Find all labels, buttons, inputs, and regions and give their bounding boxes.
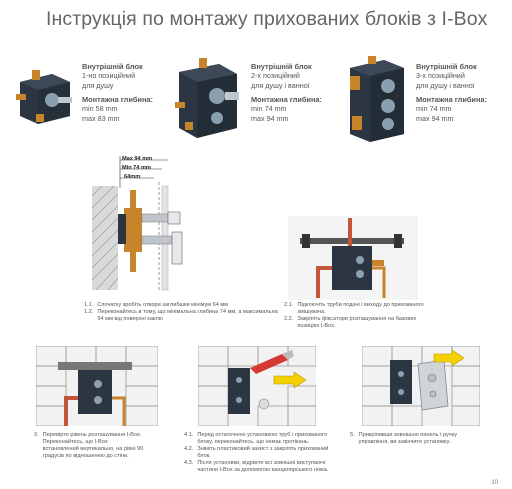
product-heading: Внутрішній блок [82,62,143,71]
step-line: 2.2. Закріпіть фіксатори розташування на… [284,316,424,330]
depth-heading: Монтажна глибина: [82,95,154,104]
product-image-3 [344,56,414,146]
product-heading: Внутрішній блок [251,62,312,71]
step-line: 1.2. Переконайтесь в тому, що мінімальна… [84,309,284,323]
product-info-2: Внутрішній блок 2-х позиційний для душу … [251,62,322,123]
step-number: 4.1. [184,432,194,438]
step-number: 5. [350,432,355,438]
product-line: для душу і ванної [416,80,475,90]
product-line: 3-х позиційний [416,71,465,80]
step-line: 2.1. Підключіть труби подачі і виходу до… [284,302,424,316]
step-line: 1.1. Спочатку зробіть отвори заглибшки м… [84,302,284,309]
page-number: 10 [491,480,498,486]
step-text: Спочатку зробіть отвори заглибшки мініму… [97,302,229,308]
depth-heading: Монтажна глибина: [416,95,488,104]
page-title: Інструкція по монтажу прихованих блоків … [46,8,488,30]
step1-diagram [88,152,200,298]
depth-line: min 74 mm [251,104,287,113]
dim-min: Min 74 mm [122,165,151,171]
step-text: Підключіть труби подачі і виходу до прих… [297,302,424,315]
step4-caption: 4.1. Перед остаточною установкою труб і … [184,432,334,474]
product-line: для душу і ванної [251,80,310,90]
product-image-1 [12,68,78,128]
step2-caption: 2.1. Підключіть труби подачі і виходу до… [284,302,424,330]
dim-max: Max 94 mm [122,156,153,162]
step1-caption: 1.1. Спочатку зробіть отвори заглибшки м… [84,302,284,323]
product-line: для душу [82,80,114,90]
product-info-3: Внутрішній блок 3-х позиційний для душу … [416,62,487,123]
product-info-1: Внутрішній блок 1-но позиційний для душу… [82,62,153,123]
step-line: 4.2. Зніміть пластиковий захист з закріп… [184,446,334,460]
product-heading: Внутрішній блок [416,62,477,71]
step-number: 4.2. [184,446,194,452]
product-image-2 [173,58,245,144]
step-number: 2.2. [284,316,294,322]
product-line: 1-но позиційний [82,71,136,80]
depth-line: max 83 mm [82,113,120,123]
step3-caption: 3. Перевірте рівень розташування I-Box. … [34,432,144,460]
depth-line: min 58 mm [82,104,118,113]
depth-line: max 94 mm [416,113,454,123]
step2-diagram [288,216,418,300]
step-number: 1.1. [84,302,94,308]
step-text: Зніміть пластиковий захист з закріпіть п… [197,446,329,459]
step-number: 1.2. [84,309,94,315]
step-text: Прикріпивши зовнішню панель і ручку упра… [358,432,458,445]
depth-heading: Монтажна глибина: [251,95,323,104]
step-text: Переконайтесь в тому, що мінімальна глиб… [97,309,278,322]
step-text: Закріпіть фіксатори розташування на базо… [297,316,417,329]
step-text: Перед остаточною установкою труб і прихо… [197,432,328,445]
step4-diagram [198,346,316,426]
step-line: 4.1. Перед остаточною установкою труб і … [184,432,334,446]
step5-diagram [362,346,480,426]
step5-caption: 5. Прикріпивши зовнішню панель і ручку у… [350,432,460,446]
step-line: 4.3. Після установки, відріжте всі зовні… [184,460,334,474]
product-line: 2-х позиційний [251,71,300,80]
step-line: 3. Перевірте рівень розташування I-Box. … [34,432,144,460]
step-text: Після установки, відріжте всі зовнішні в… [197,460,329,473]
step-number: 4.3. [184,460,194,466]
step-text: Перевірте рівень розташування I-Box. Пер… [42,432,144,459]
depth-line: max 94 mm [251,113,289,123]
depth-line: min 74 mm [416,104,452,113]
step3-diagram [36,346,158,426]
step-number: 3. [34,432,39,438]
step-number: 2.1. [284,302,294,308]
dim-depth: 64mm [124,174,141,180]
step-line: 5. Прикріпивши зовнішню панель і ручку у… [350,432,460,446]
